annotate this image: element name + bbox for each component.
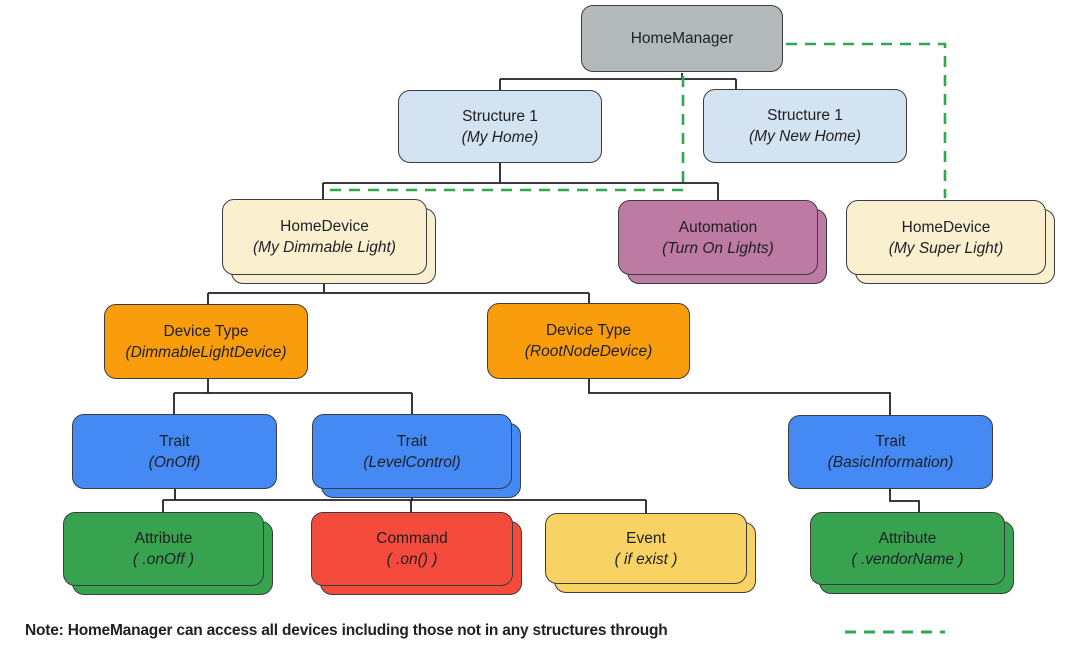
node-homedevice-super-light: HomeDevice (My Super Light) [846, 200, 1055, 284]
node-subtitle: (Turn On Lights) [662, 239, 774, 257]
node-homemanager-box: HomeManager [581, 5, 783, 72]
node-homemanager: HomeManager [581, 5, 783, 72]
node-homedevice-super-box: HomeDevice (My Super Light) [846, 200, 1046, 275]
node-automation-box: Automation (Turn On Lights) [618, 200, 818, 275]
connector-basicinformation-attribute [889, 489, 920, 512]
node-event-ifexist: Event ( if exist ) [545, 513, 756, 593]
connector-homemanager-structures [499, 73, 737, 90]
node-title: Trait [159, 432, 190, 450]
footnote-text: Note: HomeManager can access all devices… [25, 622, 668, 639]
node-command-on: Command ( .on() ) [311, 512, 522, 595]
node-trait-levelcontrol: Trait (LevelControl) [312, 414, 521, 498]
node-title: Trait [875, 433, 906, 450]
node-subtitle: ( .onOff ) [132, 551, 195, 568]
node-structure-my-home-box: Structure 1 (My Home) [398, 90, 602, 163]
dashed-path-homemanager-super-light [786, 42, 947, 198]
node-subtitle: ( if exist ) [614, 550, 678, 568]
node-subtitle: (DimmableLightDevice) [125, 343, 287, 361]
node-title: Command [376, 530, 448, 547]
node-title: Attribute [878, 529, 937, 547]
node-title: Device Type [545, 322, 631, 339]
node-trait-onoff-box: Trait (OnOff) [72, 414, 277, 489]
node-structure-my-new-home-box: Structure 1 (My New Home) [703, 89, 907, 163]
node-trait-onoff: Trait (OnOff) [72, 414, 277, 489]
node-title: Event [626, 529, 666, 547]
node-title: HomeDevice [901, 218, 991, 236]
node-subtitle: (RootNodeDevice) [524, 343, 653, 360]
node-subtitle: ( .on() ) [386, 551, 438, 568]
connector-homedevice-devicetypes [207, 275, 590, 304]
node-subtitle: (My Super Light) [888, 239, 1004, 257]
node-structure-my-new-home: Structure 1 (My New Home) [703, 89, 907, 163]
node-trait-levelcontrol-box: Trait (LevelControl) [312, 414, 512, 489]
node-attribute-vendorname-box: Attribute ( .vendorName ) [810, 512, 1005, 585]
node-subtitle: (My New Home) [749, 128, 861, 145]
node-title: Structure 1 [462, 107, 538, 125]
node-trait-basicinformation: Trait (BasicInformation) [788, 415, 993, 489]
node-title: HomeDevice [280, 218, 369, 235]
node-trait-basicinformation-box: Trait (BasicInformation) [788, 415, 993, 489]
node-attribute-onoff: Attribute ( .onOff ) [63, 512, 273, 595]
node-attribute-onoff-box: Attribute ( .onOff ) [63, 512, 264, 586]
node-command-on-box: Command ( .on() ) [311, 512, 513, 586]
dashed-path-homemanager-dimmable-light [326, 76, 685, 192]
connector-structure-children [322, 163, 719, 200]
node-subtitle: ( .vendorName ) [851, 550, 964, 568]
node-subtitle: (My Dimmable Light) [253, 239, 396, 256]
node-title: Attribute [134, 530, 193, 547]
node-devicetype-dimmable-box: Device Type (DimmableLightDevice) [104, 304, 308, 379]
node-event-ifexist-box: Event ( if exist ) [545, 513, 747, 584]
node-subtitle: (BasicInformation) [827, 454, 954, 471]
node-title: Automation [678, 218, 758, 236]
node-title: Structure 1 [767, 107, 843, 124]
node-homedevice-dimmable-light: HomeDevice (My Dimmable Light) [222, 199, 436, 284]
node-structure-my-home: Structure 1 (My Home) [398, 90, 602, 163]
node-title: Device Type [163, 322, 249, 340]
node-devicetype-rootnode-box: Device Type (RootNodeDevice) [487, 303, 690, 379]
node-title: HomeManager [630, 30, 734, 47]
node-homedevice-dimmable-box: HomeDevice (My Dimmable Light) [222, 199, 427, 275]
node-devicetype-rootnodedevice: Device Type (RootNodeDevice) [487, 303, 690, 379]
node-title: Trait [396, 432, 428, 450]
connector-devicetype-traits-left [173, 379, 413, 414]
node-subtitle: (My Home) [461, 128, 539, 146]
connector-devicetype-trait-right [588, 379, 891, 415]
node-devicetype-dimmablelightdevice: Device Type (DimmableLightDevice) [104, 304, 308, 379]
node-subtitle: (OnOff) [148, 453, 201, 471]
node-automation: Automation (Turn On Lights) [618, 200, 827, 284]
node-subtitle: (LevelControl) [363, 453, 461, 471]
node-attribute-vendorname: Attribute ( .vendorName ) [810, 512, 1014, 594]
